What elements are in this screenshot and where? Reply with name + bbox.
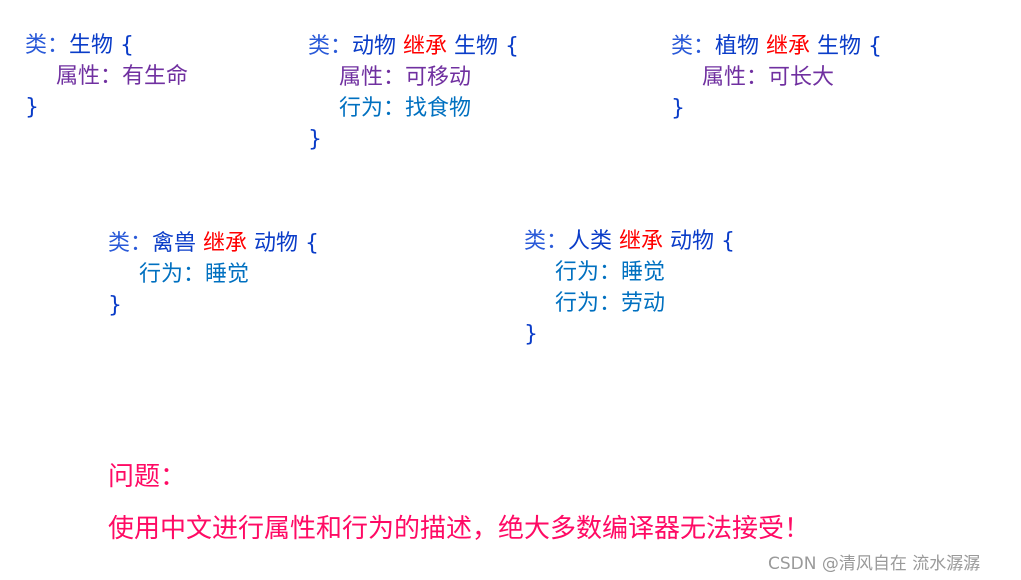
class-block-organism: 类：生物 { 属性：有生命 } xyxy=(25,30,188,123)
class-header: 类：禽兽 继承 动物 { xyxy=(108,228,319,259)
behavior-line: 行为：睡觉 xyxy=(139,262,250,287)
inherit-keyword: 继承 xyxy=(766,34,811,59)
question-title: 问题： xyxy=(108,462,187,492)
inherit-keyword: 继承 xyxy=(619,229,664,254)
open-brace: { xyxy=(861,34,883,59)
class-name: 禽兽 xyxy=(152,231,204,256)
class-keyword: 类： xyxy=(108,231,153,256)
open-brace: { xyxy=(498,34,520,59)
class-name: 动物 xyxy=(352,34,404,59)
behavior-line: 行为：找食物 xyxy=(339,96,472,121)
class-block-human: 类：人类 继承 动物 { 行为：睡觉 行为：劳动 } xyxy=(524,226,735,350)
class-block-animal: 类：动物 继承 生物 { 属性：可移动 行为：找食物 } xyxy=(308,31,519,155)
class-name: 植物 xyxy=(715,34,767,59)
class-name: 生物 xyxy=(69,33,114,58)
parent-class: 生物 xyxy=(810,34,862,59)
close-brace: } xyxy=(108,293,122,318)
behavior-line: 行为：劳动 xyxy=(555,291,666,316)
class-header: 类：生物 { xyxy=(25,30,188,61)
attribute-line: 属性：可移动 xyxy=(339,65,472,90)
close-brace: } xyxy=(308,127,322,152)
close-brace: } xyxy=(25,95,39,120)
behavior-line: 行为：睡觉 xyxy=(555,260,666,285)
inherit-keyword: 继承 xyxy=(203,231,248,256)
parent-class: 动物 xyxy=(247,231,299,256)
open-brace: { xyxy=(113,33,135,58)
class-keyword: 类： xyxy=(308,34,353,59)
open-brace: { xyxy=(714,229,736,254)
parent-class: 生物 xyxy=(447,34,499,59)
class-name: 人类 xyxy=(568,229,620,254)
class-header: 类：人类 继承 动物 { xyxy=(524,226,735,257)
attribute-line: 属性：可长大 xyxy=(702,65,835,90)
watermark: CSDN @清风自在 流水潺潺 xyxy=(768,554,981,574)
class-header: 类：植物 继承 生物 { xyxy=(671,31,882,62)
attribute-line: 属性：有生命 xyxy=(56,64,189,89)
parent-class: 动物 xyxy=(663,229,715,254)
inherit-keyword: 继承 xyxy=(403,34,448,59)
class-keyword: 类： xyxy=(671,34,716,59)
class-block-beast: 类：禽兽 继承 动物 { 行为：睡觉 } xyxy=(108,228,319,321)
class-header: 类：动物 继承 生物 { xyxy=(308,31,519,62)
open-brace: { xyxy=(298,231,320,256)
question-text: 使用中文进行属性和行为的描述，绝大多数编译器无法接受！ xyxy=(108,514,811,544)
class-block-plant: 类：植物 继承 生物 { 属性：可长大 } xyxy=(671,31,882,124)
close-brace: } xyxy=(671,96,685,121)
close-brace: } xyxy=(524,322,538,347)
class-keyword: 类： xyxy=(524,229,569,254)
class-keyword: 类： xyxy=(25,33,70,58)
